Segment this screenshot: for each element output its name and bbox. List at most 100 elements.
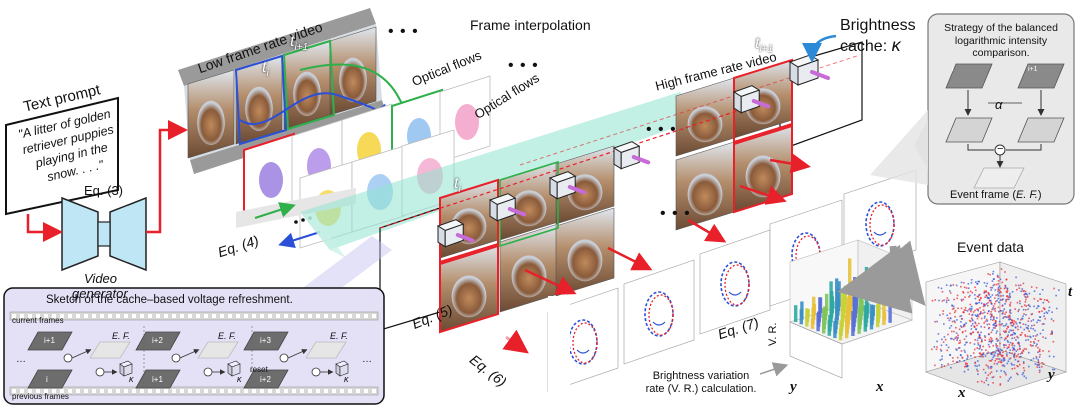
event-dot bbox=[1009, 301, 1012, 304]
event-dot bbox=[984, 339, 986, 341]
event-dot bbox=[987, 365, 989, 368]
event-dot bbox=[1004, 372, 1007, 374]
event-dot bbox=[966, 363, 969, 365]
event-dot bbox=[991, 339, 994, 342]
event-dot bbox=[1036, 307, 1038, 309]
event-dot bbox=[989, 365, 992, 368]
event-dot bbox=[1015, 339, 1017, 341]
event-dot bbox=[996, 363, 998, 365]
event-dot bbox=[983, 303, 985, 305]
sketch-bottom-label-3: i+2 bbox=[260, 375, 271, 384]
event-dot bbox=[1013, 344, 1016, 347]
event-dot bbox=[990, 371, 993, 373]
event-dot bbox=[1012, 329, 1015, 332]
event-dot bbox=[963, 309, 966, 311]
event-dot bbox=[1011, 333, 1014, 336]
sketch-strip-bottom bbox=[9, 386, 379, 396]
event-dot bbox=[960, 315, 963, 317]
event-dot bbox=[986, 323, 989, 326]
event-dot bbox=[962, 292, 965, 294]
sketch-ef-frame-1 bbox=[197, 341, 239, 359]
event-dot bbox=[950, 330, 953, 333]
sketch-strip-bottom-hole-18 bbox=[156, 389, 160, 393]
event-dot bbox=[951, 320, 954, 323]
event-dot bbox=[1008, 378, 1011, 380]
sketch-circle-0 bbox=[95, 367, 105, 377]
event-dot bbox=[1001, 354, 1004, 357]
event-dot bbox=[1041, 310, 1043, 312]
sketch-ef-frame-2 bbox=[305, 341, 347, 359]
sketch-strip-bottom-hole-19 bbox=[164, 389, 168, 393]
vr-bar bbox=[811, 307, 815, 325]
high-bot-1-face bbox=[451, 275, 487, 318]
event-dot bbox=[1003, 308, 1006, 310]
event-dot bbox=[997, 290, 999, 293]
event-dot bbox=[999, 383, 1002, 385]
event-dot bbox=[1017, 341, 1020, 344]
sketch-strip-bottom-hole-26 bbox=[220, 389, 224, 393]
event-dot bbox=[973, 343, 976, 345]
event-dot bbox=[987, 327, 990, 330]
event-dot bbox=[936, 320, 938, 323]
event-dot bbox=[988, 338, 991, 341]
event-dot bbox=[1009, 341, 1012, 344]
sketch-strip-bottom-hole-14 bbox=[124, 389, 128, 393]
event-dot bbox=[1043, 323, 1045, 325]
event-dot bbox=[992, 284, 995, 287]
event-dot bbox=[1013, 348, 1016, 351]
event-data-title: Event data bbox=[957, 239, 1024, 255]
sketch-strip-top-hole-32 bbox=[268, 314, 272, 318]
event-dot bbox=[983, 304, 985, 306]
sketch-strip-bottom-hole-15 bbox=[132, 389, 136, 393]
event-dot bbox=[990, 310, 992, 313]
event-dot bbox=[1029, 335, 1031, 338]
event-dot bbox=[1012, 322, 1015, 325]
event-dot bbox=[1052, 368, 1054, 371]
event-dot bbox=[984, 371, 987, 374]
event-dot bbox=[970, 324, 973, 327]
event-dot bbox=[961, 331, 964, 333]
event-dot bbox=[1019, 322, 1022, 324]
low-frame-2-face bbox=[245, 86, 273, 132]
generator-eq-label: Eq. (3) bbox=[84, 183, 124, 198]
event-dot bbox=[1017, 336, 1019, 339]
strategy-frame-right bbox=[1017, 63, 1065, 89]
event-dot bbox=[976, 324, 978, 327]
event-dot bbox=[986, 352, 989, 355]
event-dot bbox=[953, 320, 956, 322]
event-dot bbox=[976, 302, 979, 305]
event-dot bbox=[1011, 344, 1013, 347]
event-dot bbox=[1025, 314, 1027, 316]
event-dot bbox=[1037, 339, 1040, 342]
event-dot bbox=[1019, 300, 1021, 302]
event-dot bbox=[1034, 329, 1036, 332]
sketch-strip-top-hole-17 bbox=[148, 314, 152, 318]
event-dot bbox=[995, 349, 998, 352]
event-dot bbox=[1025, 326, 1028, 329]
event-dot bbox=[1006, 316, 1008, 318]
event-dot bbox=[1003, 365, 1006, 368]
sketch-current-2 bbox=[243, 331, 289, 351]
event-dot bbox=[960, 326, 963, 328]
event-dot bbox=[1006, 335, 1009, 338]
event-mouth-5 bbox=[873, 231, 887, 236]
event-dot bbox=[941, 355, 943, 358]
event-dot bbox=[1043, 308, 1046, 311]
event-dot bbox=[941, 291, 944, 293]
event-dot bbox=[933, 346, 936, 348]
sketch-previous-1 bbox=[135, 369, 181, 389]
event-dot bbox=[1000, 361, 1002, 364]
event-dot bbox=[990, 301, 992, 304]
sketch-kappa-2: κ bbox=[237, 374, 242, 384]
event-dot bbox=[1003, 331, 1006, 334]
event-dot bbox=[974, 322, 977, 325]
sketch-strip-bottom-hole-4 bbox=[44, 389, 48, 393]
event-dot bbox=[1002, 310, 1004, 312]
event-dot bbox=[1009, 309, 1012, 311]
event-dot bbox=[970, 328, 973, 330]
cache-cube-3-beam bbox=[567, 185, 587, 195]
event-dot bbox=[988, 326, 991, 329]
event-dot bbox=[1008, 311, 1011, 313]
event-dot bbox=[954, 321, 956, 324]
event-dot bbox=[1021, 331, 1023, 334]
